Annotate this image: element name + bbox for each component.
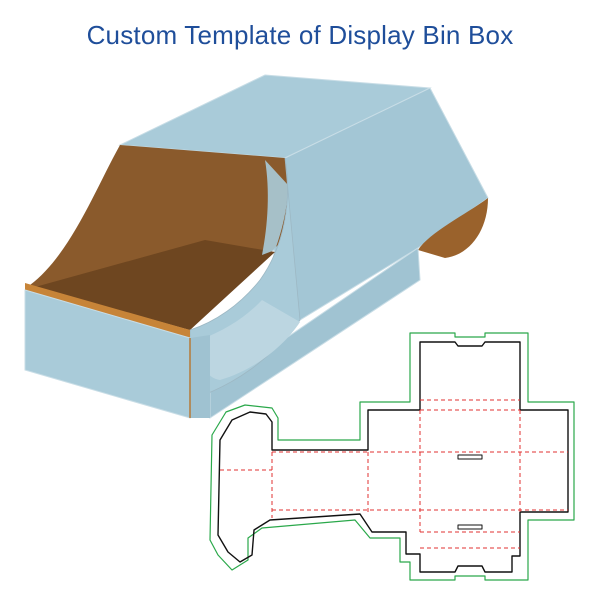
box-interior-floor xyxy=(35,240,275,330)
box-front-edge xyxy=(25,283,190,338)
fold-lines xyxy=(220,399,568,549)
page-title: Custom Template of Display Bin Box xyxy=(86,20,514,50)
box-front-lower xyxy=(190,335,210,418)
box-3d-render xyxy=(24,74,489,419)
box-window-cutout xyxy=(199,300,300,380)
cut-outline xyxy=(217,341,569,573)
box-rear-flap xyxy=(418,198,488,258)
bleed-outline xyxy=(209,332,575,581)
box-interior-side xyxy=(262,160,288,255)
dieline-template xyxy=(209,332,575,581)
tab-slot-lower xyxy=(457,524,483,530)
tab-slot-upper xyxy=(457,454,483,460)
